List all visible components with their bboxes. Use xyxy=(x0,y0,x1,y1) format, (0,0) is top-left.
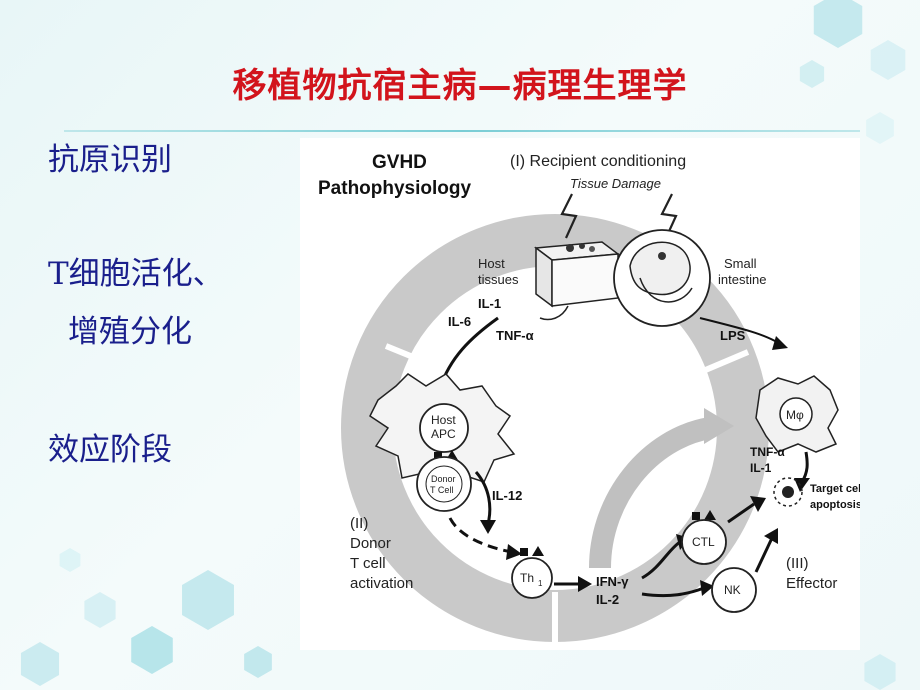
donor-t-cell-label-2: T Cell xyxy=(430,485,453,495)
ctl-label: CTL xyxy=(692,535,715,549)
diagram-heading-pathophysiology: Pathophysiology xyxy=(318,178,472,199)
title-divider xyxy=(64,130,860,132)
diagram-heading-gvhd: GVHD xyxy=(372,152,427,173)
host-tissue-block-icon xyxy=(533,241,621,321)
il6-label: IL-6 xyxy=(448,314,471,329)
donor-t-cell-icon xyxy=(416,456,472,512)
target-cell-label-2: apoptosis xyxy=(810,499,860,511)
arrow-head-ctl-target xyxy=(750,496,766,512)
macrophage-label: Mφ xyxy=(786,408,804,422)
nk-cell-icon xyxy=(711,567,757,613)
target-cell-label-1: Target cell xyxy=(810,483,860,495)
ring-divider-right xyxy=(694,349,750,377)
il12-label: IL-12 xyxy=(492,488,522,503)
phase3-label-1: (III) xyxy=(786,555,809,572)
ctl-tcr-marker xyxy=(692,512,700,520)
il1-effector-label: IL-1 xyxy=(750,461,772,475)
host-apc-label-1: Host xyxy=(431,413,456,427)
arrow-dashed-to-th1 xyxy=(448,517,513,554)
tcr-marker xyxy=(434,452,442,460)
phase2-label-4: activation xyxy=(350,575,413,592)
target-cell-nucleus xyxy=(782,486,794,498)
lps-label: LPS xyxy=(720,328,746,343)
th1-cell-icon xyxy=(511,557,553,599)
ifn-gamma-label: IFN-γ xyxy=(596,574,629,589)
bullet-proliferation: 增殖分化 xyxy=(68,314,192,350)
bullet-antigen-recognition: 抗原识别 xyxy=(48,142,172,178)
il2-label: IL-2 xyxy=(596,592,619,607)
host-tissues-label-2: tissues xyxy=(478,272,519,287)
arrow-to-nk xyxy=(641,586,705,598)
tnf-alpha-label: TNF-α xyxy=(496,328,534,343)
host-apc-label-2: APC xyxy=(431,427,456,441)
arrow-head-lps xyxy=(772,336,788,350)
arrow-head-il12 xyxy=(480,520,496,534)
th1-tcr-marker xyxy=(520,548,528,556)
arrow-head-dashed xyxy=(506,544,522,560)
ctl-mhc-marker xyxy=(704,510,716,520)
phase2-label-2: Donor xyxy=(350,535,391,552)
arrow-to-ctl xyxy=(641,540,681,580)
macrophage-icon xyxy=(755,375,839,453)
arrow-il12 xyxy=(474,471,492,525)
phase3-label-2: Effector xyxy=(786,575,837,592)
slide-title: 移植物抗宿主病—病理生理学 xyxy=(232,66,688,106)
tissue-damage-label: Tissue Damage xyxy=(570,176,661,191)
arrow-head-nk xyxy=(700,580,714,596)
phase2-label-3: T cell xyxy=(350,555,386,572)
arrow-macrophage-to-target xyxy=(800,451,809,483)
inner-arrow-head xyxy=(704,408,734,444)
donor-t-cell-nucleus xyxy=(425,465,463,503)
tnf-alpha-effector-label: TNF-α xyxy=(750,445,785,459)
th1-mhc-marker xyxy=(532,546,544,556)
arrow-head-macrophage xyxy=(794,478,810,492)
nk-label: NK xyxy=(724,583,741,597)
lightning-icon-left xyxy=(560,193,578,239)
small-intestine-icon xyxy=(613,229,711,327)
small-intestine-label-2: intestine xyxy=(718,272,766,287)
host-tissues-label-1: Host xyxy=(478,256,505,271)
th1-subscript: 1 xyxy=(538,579,543,588)
lightning-icon-right xyxy=(660,193,678,239)
host-apc-icon xyxy=(369,373,516,492)
phase1-label: (I) Recipient conditioning xyxy=(510,153,686,170)
ctl-cell-icon xyxy=(681,519,727,565)
arrow-head-nk-target xyxy=(764,528,778,544)
bullet-t-cell-activation: T细胞活化、 xyxy=(48,256,224,292)
arrow-head-th1 xyxy=(578,576,592,592)
ring-divider-left xyxy=(384,343,442,371)
gvhd-diagram: GVHD Pathophysiology (I) Recipient condi… xyxy=(300,138,860,650)
small-intestine-label-1: Small xyxy=(724,256,757,271)
gvhd-diagram-svg: GVHD Pathophysiology (I) Recipient condi… xyxy=(318,152,860,644)
phase2-label-1: (II) xyxy=(350,515,368,532)
inner-arrow xyxy=(589,417,713,569)
bullet-effector-phase: 效应阶段 xyxy=(48,432,172,468)
donor-t-cell-label-1: Donor xyxy=(431,474,456,484)
il1-label: IL-1 xyxy=(478,296,501,311)
th1-label: Th xyxy=(520,571,534,585)
target-cell-icon xyxy=(773,477,803,507)
arrow-nk-to-target xyxy=(754,537,774,573)
arrow-ctl-to-target xyxy=(727,502,755,524)
